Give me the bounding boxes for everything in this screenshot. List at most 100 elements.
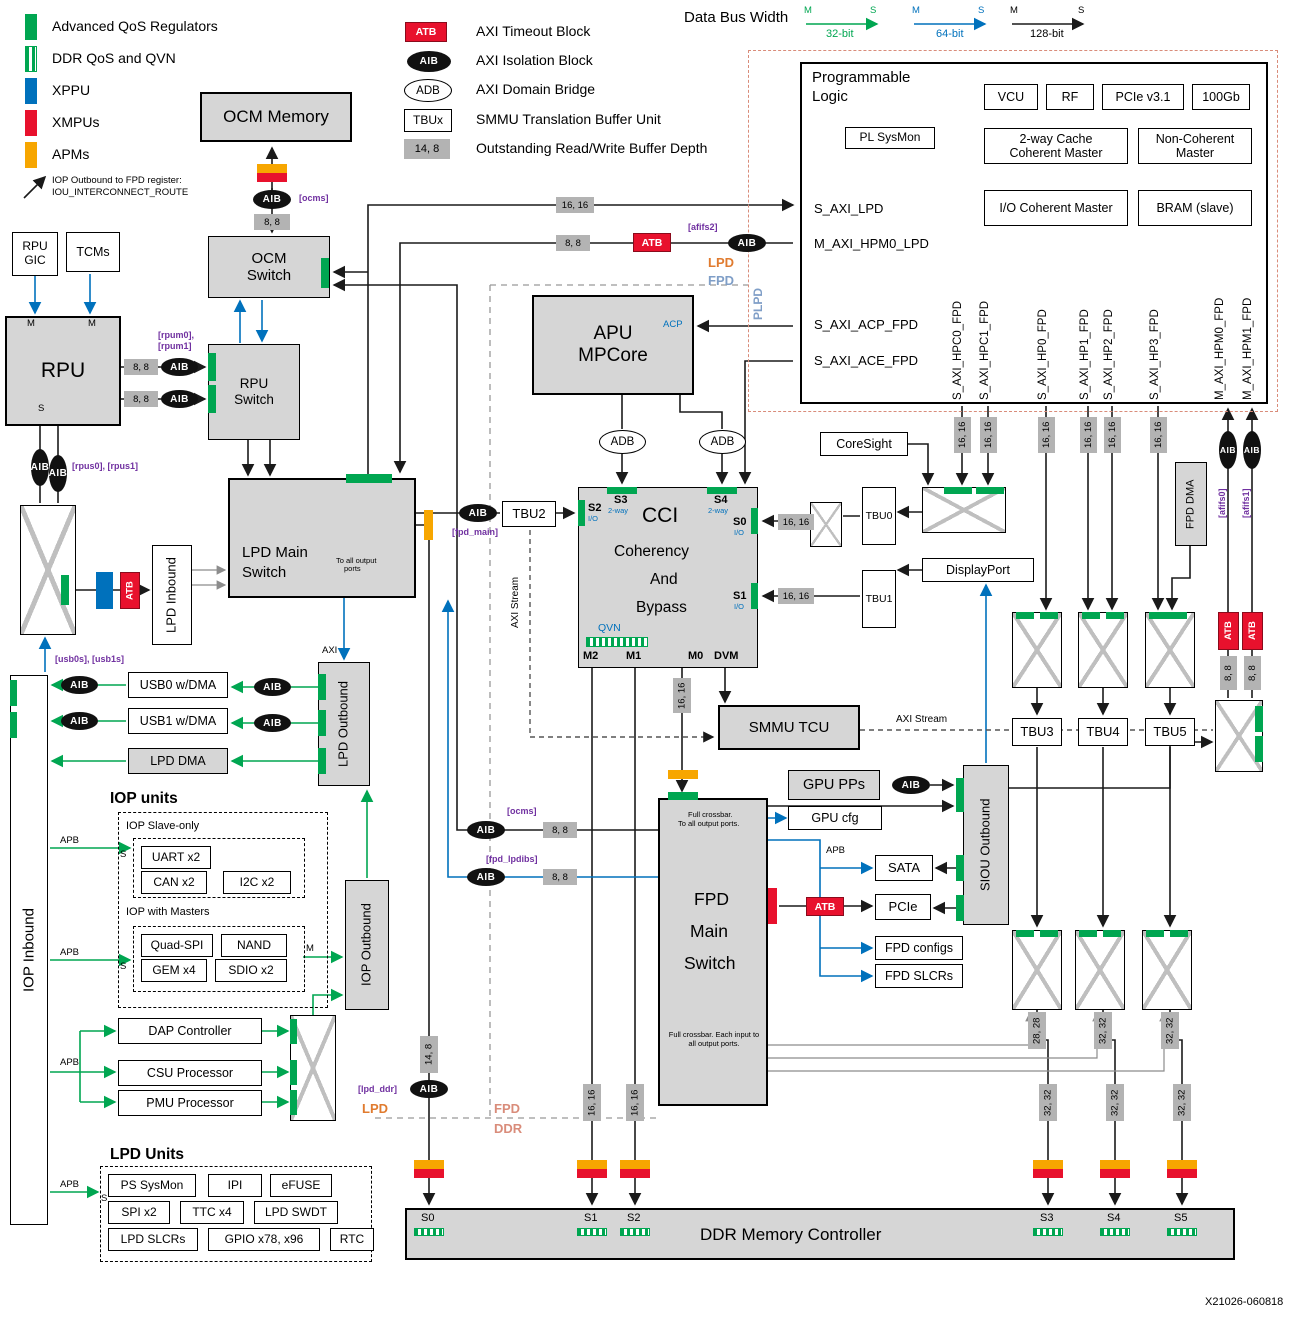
gate-rpum1: [rpum1] bbox=[158, 341, 192, 351]
ddr-s0-xmpu bbox=[414, 1169, 444, 1178]
fpd-apb-label: APB bbox=[826, 845, 846, 856]
domain-lpd-bottom: LPD bbox=[362, 1101, 388, 1116]
block-csu: CSU Processor bbox=[118, 1060, 262, 1086]
rpu-aib-1: AIB bbox=[161, 358, 198, 376]
bus32-label: 32-bit bbox=[826, 28, 854, 40]
legend-adb-label: AXI Domain Bridge bbox=[476, 81, 596, 97]
cci-port-s3-2way: 2-way bbox=[608, 506, 629, 515]
cci-port-s4-2way: 2-way bbox=[708, 506, 729, 515]
block-rpu: RPU bbox=[5, 316, 121, 426]
legend-ddrqos-label: DDR QoS and QVN bbox=[52, 50, 176, 66]
lpd-main-apm-bar bbox=[424, 510, 433, 540]
block-tbu2: TBU2 bbox=[502, 501, 556, 527]
gate-rpum0: [rpum0], bbox=[158, 330, 194, 340]
cci-qvn-bar bbox=[586, 637, 648, 647]
hp3-depth: 16, 16 bbox=[1150, 417, 1167, 453]
ddr-s4-depth-a: 32, 32 bbox=[1094, 1012, 1112, 1049]
ddr-port-s2: S2 bbox=[627, 1212, 641, 1224]
adb-1: ADB bbox=[599, 430, 646, 454]
block-ttc: TTC x4 bbox=[180, 1201, 244, 1224]
block-gpu-pps: GPU PPs bbox=[788, 770, 880, 800]
pl-rf: RF bbox=[1046, 84, 1094, 110]
ddr-s3-depth-a: 28, 28 bbox=[1028, 1012, 1046, 1049]
siou-qos-2 bbox=[956, 855, 964, 881]
axi-stream-vertical-label: AXI Stream bbox=[510, 576, 521, 628]
cci-port-s2: S2 bbox=[588, 502, 602, 514]
cci-line-coherency: Coherency bbox=[614, 543, 689, 560]
siou-qos-3 bbox=[956, 895, 964, 921]
block-fpd-main-switch bbox=[658, 798, 768, 1106]
plpd-label: PLPD bbox=[751, 287, 765, 320]
fpd-pcie-atb: ATB bbox=[806, 897, 844, 916]
lpd-main-label-1: LPD Main bbox=[242, 544, 308, 561]
hpm0-lpd-aib: AIB bbox=[728, 234, 766, 252]
left-crossbar-qos-bar bbox=[61, 575, 69, 605]
block-tbu1: TBU1 bbox=[862, 570, 896, 628]
fpd-main-aib: AIB bbox=[459, 504, 497, 522]
ddr-port-s0: S0 bbox=[421, 1212, 435, 1224]
block-rpu-gic: RPU GIC bbox=[12, 232, 58, 276]
cci-port-s4: S4 bbox=[714, 494, 728, 506]
iop-slave-box bbox=[133, 838, 305, 898]
cci-port-dvm: DVM bbox=[714, 650, 739, 662]
pl-port-hpc0: S_AXI_HPC0_FPD bbox=[952, 300, 964, 400]
block-can: CAN x2 bbox=[141, 871, 207, 894]
block-tbu4: TBU4 bbox=[1078, 718, 1128, 746]
cci-s1-depth: 16, 16 bbox=[778, 588, 814, 604]
iop-inbound-qos-2 bbox=[10, 712, 17, 738]
cci-qos-bar-s2 bbox=[578, 500, 585, 526]
gate-afifs2: [afifs2] bbox=[688, 222, 718, 232]
legend-adb-badge: ADB bbox=[404, 79, 452, 102]
hp-crossbar-1-qos-a bbox=[1016, 612, 1034, 619]
ddr-crossbar-3-qos-a bbox=[1146, 930, 1164, 937]
lpd-units-s: S bbox=[101, 1193, 108, 1204]
hpm1-atb: ATB bbox=[1242, 612, 1263, 650]
ddr-s5-qvn bbox=[1167, 1228, 1197, 1236]
ddr-s4-depth-b: 32, 32 bbox=[1106, 1084, 1124, 1121]
afifs0-aib: AIB bbox=[1219, 431, 1237, 469]
rpu-aib-2: AIB bbox=[161, 390, 198, 408]
block-lpd-slcrs: LPD SLCRs bbox=[108, 1228, 198, 1251]
block-ipi: IPI bbox=[208, 1174, 262, 1197]
ddr-s5-apm bbox=[1167, 1160, 1197, 1169]
hpm1-depth: 8, 8 bbox=[1244, 656, 1261, 690]
lpd-main-note-2: ports bbox=[344, 564, 361, 573]
ddr-title: DDR Memory Controller bbox=[700, 1225, 882, 1244]
bus64-m: M bbox=[912, 5, 920, 16]
legend-ddrqos-bar bbox=[25, 46, 37, 72]
ddr-s3-xmpu bbox=[1033, 1169, 1063, 1178]
ddr-s2-apm bbox=[620, 1160, 650, 1169]
pl-port-hpm1: M_AXI_HPM1_FPD bbox=[1242, 297, 1254, 400]
left-xppu-bar bbox=[96, 572, 113, 609]
block-tcms: TCMs bbox=[66, 232, 120, 272]
lpd-main-label-2: Switch bbox=[242, 564, 287, 581]
pl-100gb: 100Gb bbox=[1192, 84, 1250, 110]
block-spi: SPI x2 bbox=[108, 1201, 170, 1224]
ocm-aib: AIB bbox=[253, 190, 291, 209]
rpu-port-m1: M bbox=[27, 318, 35, 329]
rpu-switch-line1: RPU bbox=[239, 376, 269, 392]
pl-port-s-axi-acp: S_AXI_ACP_FPD bbox=[814, 317, 919, 332]
ocm-switch-line1: OCM bbox=[251, 249, 287, 267]
block-dap: DAP Controller bbox=[118, 1018, 262, 1044]
siou-qos-1 bbox=[956, 778, 964, 812]
iop-slave-title: IOP Slave-only bbox=[126, 820, 200, 832]
rpu-gic-line2: GIC bbox=[24, 253, 46, 267]
block-apu-mpcore: APU MPCore bbox=[532, 295, 694, 395]
hpm0-lpd-atb: ATB bbox=[633, 233, 671, 252]
cci-port-m2: M2 bbox=[583, 650, 599, 662]
pl-io-coherent-master: I/O Coherent Master bbox=[984, 190, 1128, 226]
pl-title-1: Programmable bbox=[812, 69, 911, 86]
pl-port-hp3: S_AXI_HP3_FPD bbox=[1149, 309, 1161, 400]
hpc-crossbar-qos-2 bbox=[976, 487, 1004, 494]
gate-afifs0: [afifs0] bbox=[1217, 488, 1227, 518]
block-rtc: RTC bbox=[330, 1228, 374, 1251]
block-programmable-logic bbox=[800, 62, 1268, 404]
cci-line-and: And bbox=[650, 571, 678, 588]
ddr-crossbar-3-qos-b bbox=[1170, 930, 1188, 937]
ddr-s4-qvn bbox=[1100, 1228, 1130, 1236]
cci-qos-bar-s3 bbox=[607, 487, 637, 494]
pl-port-hp1: S_AXI_HP1_FPD bbox=[1079, 309, 1091, 400]
ocms2-depth: 8, 8 bbox=[543, 822, 577, 838]
ddr-s3-depth-b: 32, 32 bbox=[1039, 1084, 1057, 1121]
